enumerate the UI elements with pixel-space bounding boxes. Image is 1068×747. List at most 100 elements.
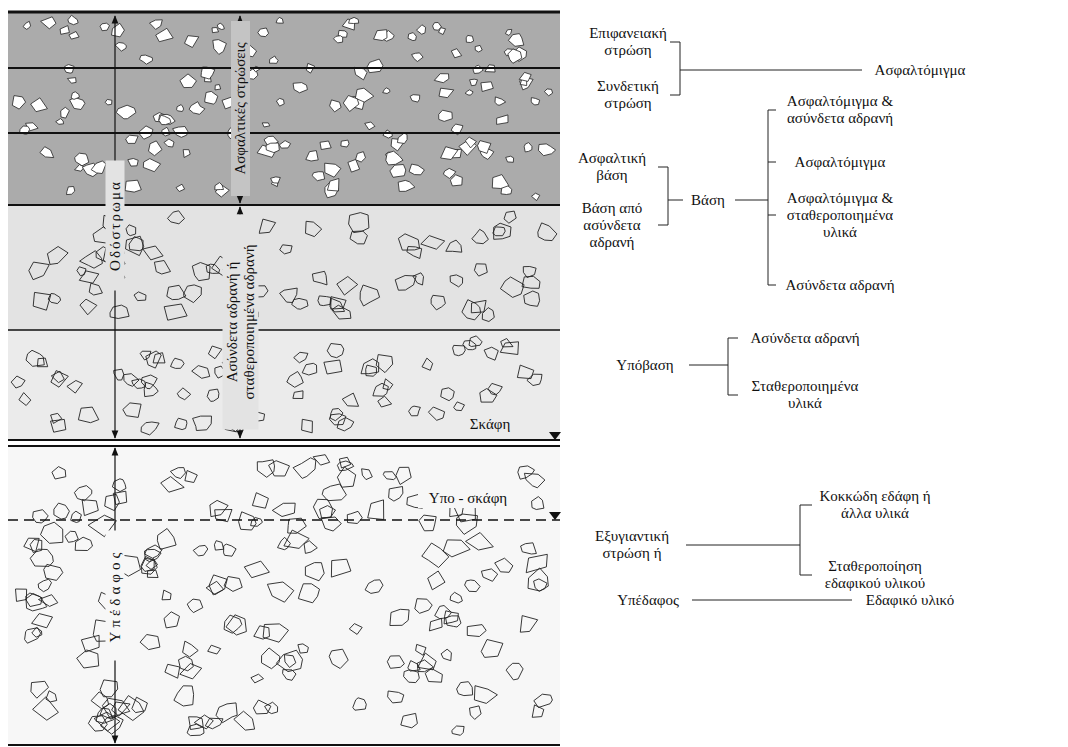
aggregate-stone [365, 580, 383, 594]
aggregate-stone [38, 579, 51, 592]
aggregate-stone [33, 510, 49, 523]
asphalt-layers [8, 12, 560, 205]
aggregate-stone [46, 691, 57, 702]
aggregate-stone [263, 624, 288, 642]
aggregate-stone [298, 644, 309, 653]
aggregate-stone [33, 292, 51, 310]
aggregate-stone [327, 344, 344, 358]
aggregate-stone [215, 183, 224, 190]
aggregate-stone [71, 92, 79, 100]
aggregate-stone [253, 700, 271, 714]
aggregate-stone [185, 471, 197, 483]
aggregate-stone [350, 231, 367, 244]
aggregate-stone [347, 511, 362, 523]
aggregate-stone [472, 229, 489, 243]
aggregate-stone [322, 484, 346, 501]
aggregate-stone [101, 715, 124, 734]
aggregate-stone [452, 726, 464, 735]
aggregate-stone [67, 78, 76, 84]
aggregate-stone [79, 271, 99, 283]
aggregate-stone [125, 180, 141, 192]
aggregate-stone [143, 246, 163, 260]
aggregate-stone [91, 161, 106, 174]
aggregate-stone [52, 467, 66, 479]
aggregate-stone [293, 391, 303, 399]
aggregate-stone [259, 219, 276, 233]
aggregate-stone [544, 89, 552, 96]
aggregate-stone [180, 664, 202, 679]
aggregate-stone [150, 20, 163, 30]
aggregate-stone [439, 110, 453, 121]
aggregate-stone [48, 294, 60, 304]
aggregate-stone [349, 213, 369, 233]
aggregate-stone [504, 211, 516, 223]
aggregate-stone [170, 468, 185, 479]
aggregate-stone [500, 277, 524, 297]
aggregate-stone [141, 422, 159, 435]
aggregate-stone [305, 563, 324, 581]
aggregate-stone [193, 545, 208, 556]
aggregate-stone [276, 17, 283, 23]
aggregate-stone [56, 119, 64, 125]
aggregate-stone [173, 127, 188, 138]
aggregate-stone [473, 65, 483, 73]
aggregate-stone [532, 705, 544, 717]
aggregate-stone [145, 545, 163, 558]
aggregate-stone [313, 499, 332, 518]
aggregate-stone [47, 247, 68, 265]
aggregate-stone [378, 396, 392, 407]
aggregate-stone [337, 277, 358, 296]
aggregate-stone [410, 95, 420, 102]
aggregate-stone [168, 211, 185, 224]
aggregate-stone [280, 245, 292, 254]
aggregate-stone [276, 650, 302, 671]
aggregate-stone [146, 558, 158, 569]
aggregate-stone [467, 625, 486, 637]
aggregate-stone [482, 308, 494, 322]
aggregate-stone [143, 159, 160, 172]
aggregate-stone [126, 236, 144, 255]
aggregate-stone [466, 35, 473, 42]
aggregate-stone [421, 236, 445, 250]
aggregate-stone [69, 32, 79, 40]
layer-lines [8, 12, 560, 745]
aggregate-stone [521, 543, 537, 554]
aggregate-stone [416, 644, 426, 655]
aggregate-stone [82, 500, 98, 516]
aggregate-stone [177, 105, 184, 112]
aggregate-stone [180, 74, 197, 88]
aggregate-stone [417, 25, 426, 34]
aggregate-stone [185, 36, 199, 48]
aggregate-stone [266, 143, 279, 153]
level-label: Σκάφη [455, 415, 525, 434]
aggregate-stone [176, 184, 185, 191]
aggregate-stone [105, 494, 120, 510]
aggregate-stone [65, 531, 78, 542]
aggregate-stone [397, 133, 407, 143]
aggregate-stone [251, 674, 264, 683]
aggregate-stone [361, 359, 379, 374]
aggregate-stone [287, 372, 304, 388]
aggregate-stone [205, 91, 218, 104]
aggregate-stone [147, 570, 158, 577]
material-name: Σταθεροποιημένα υλικά [743, 378, 868, 412]
aggregate-stone [298, 584, 319, 603]
material-name: Εδαφικό υλικό [855, 592, 965, 609]
aggregate-stone [341, 140, 349, 147]
aggregate-stone [408, 661, 420, 672]
aggregate-stone [207, 389, 219, 401]
aggregate-stone [193, 416, 212, 430]
aggregate-stone [32, 628, 42, 638]
aggregate-stone [360, 285, 380, 306]
layer-name: Επιφανειακή στρώση [588, 25, 668, 59]
material-name: Ασφαλτόμιγμα & σταθεροποιημένα υλικά [778, 190, 903, 241]
aggregate-stone [162, 127, 170, 136]
aggregate-stone [508, 49, 522, 63]
aggregate-stone [71, 511, 82, 522]
aggregate-stone [128, 159, 138, 167]
layer-name: Βάση από ασύνδετα αδρανή [570, 200, 655, 251]
aggregate-stone [321, 517, 341, 531]
aggregate-stone [374, 30, 387, 41]
aggregate-stone [506, 663, 523, 680]
aggregate-stone [404, 670, 420, 683]
